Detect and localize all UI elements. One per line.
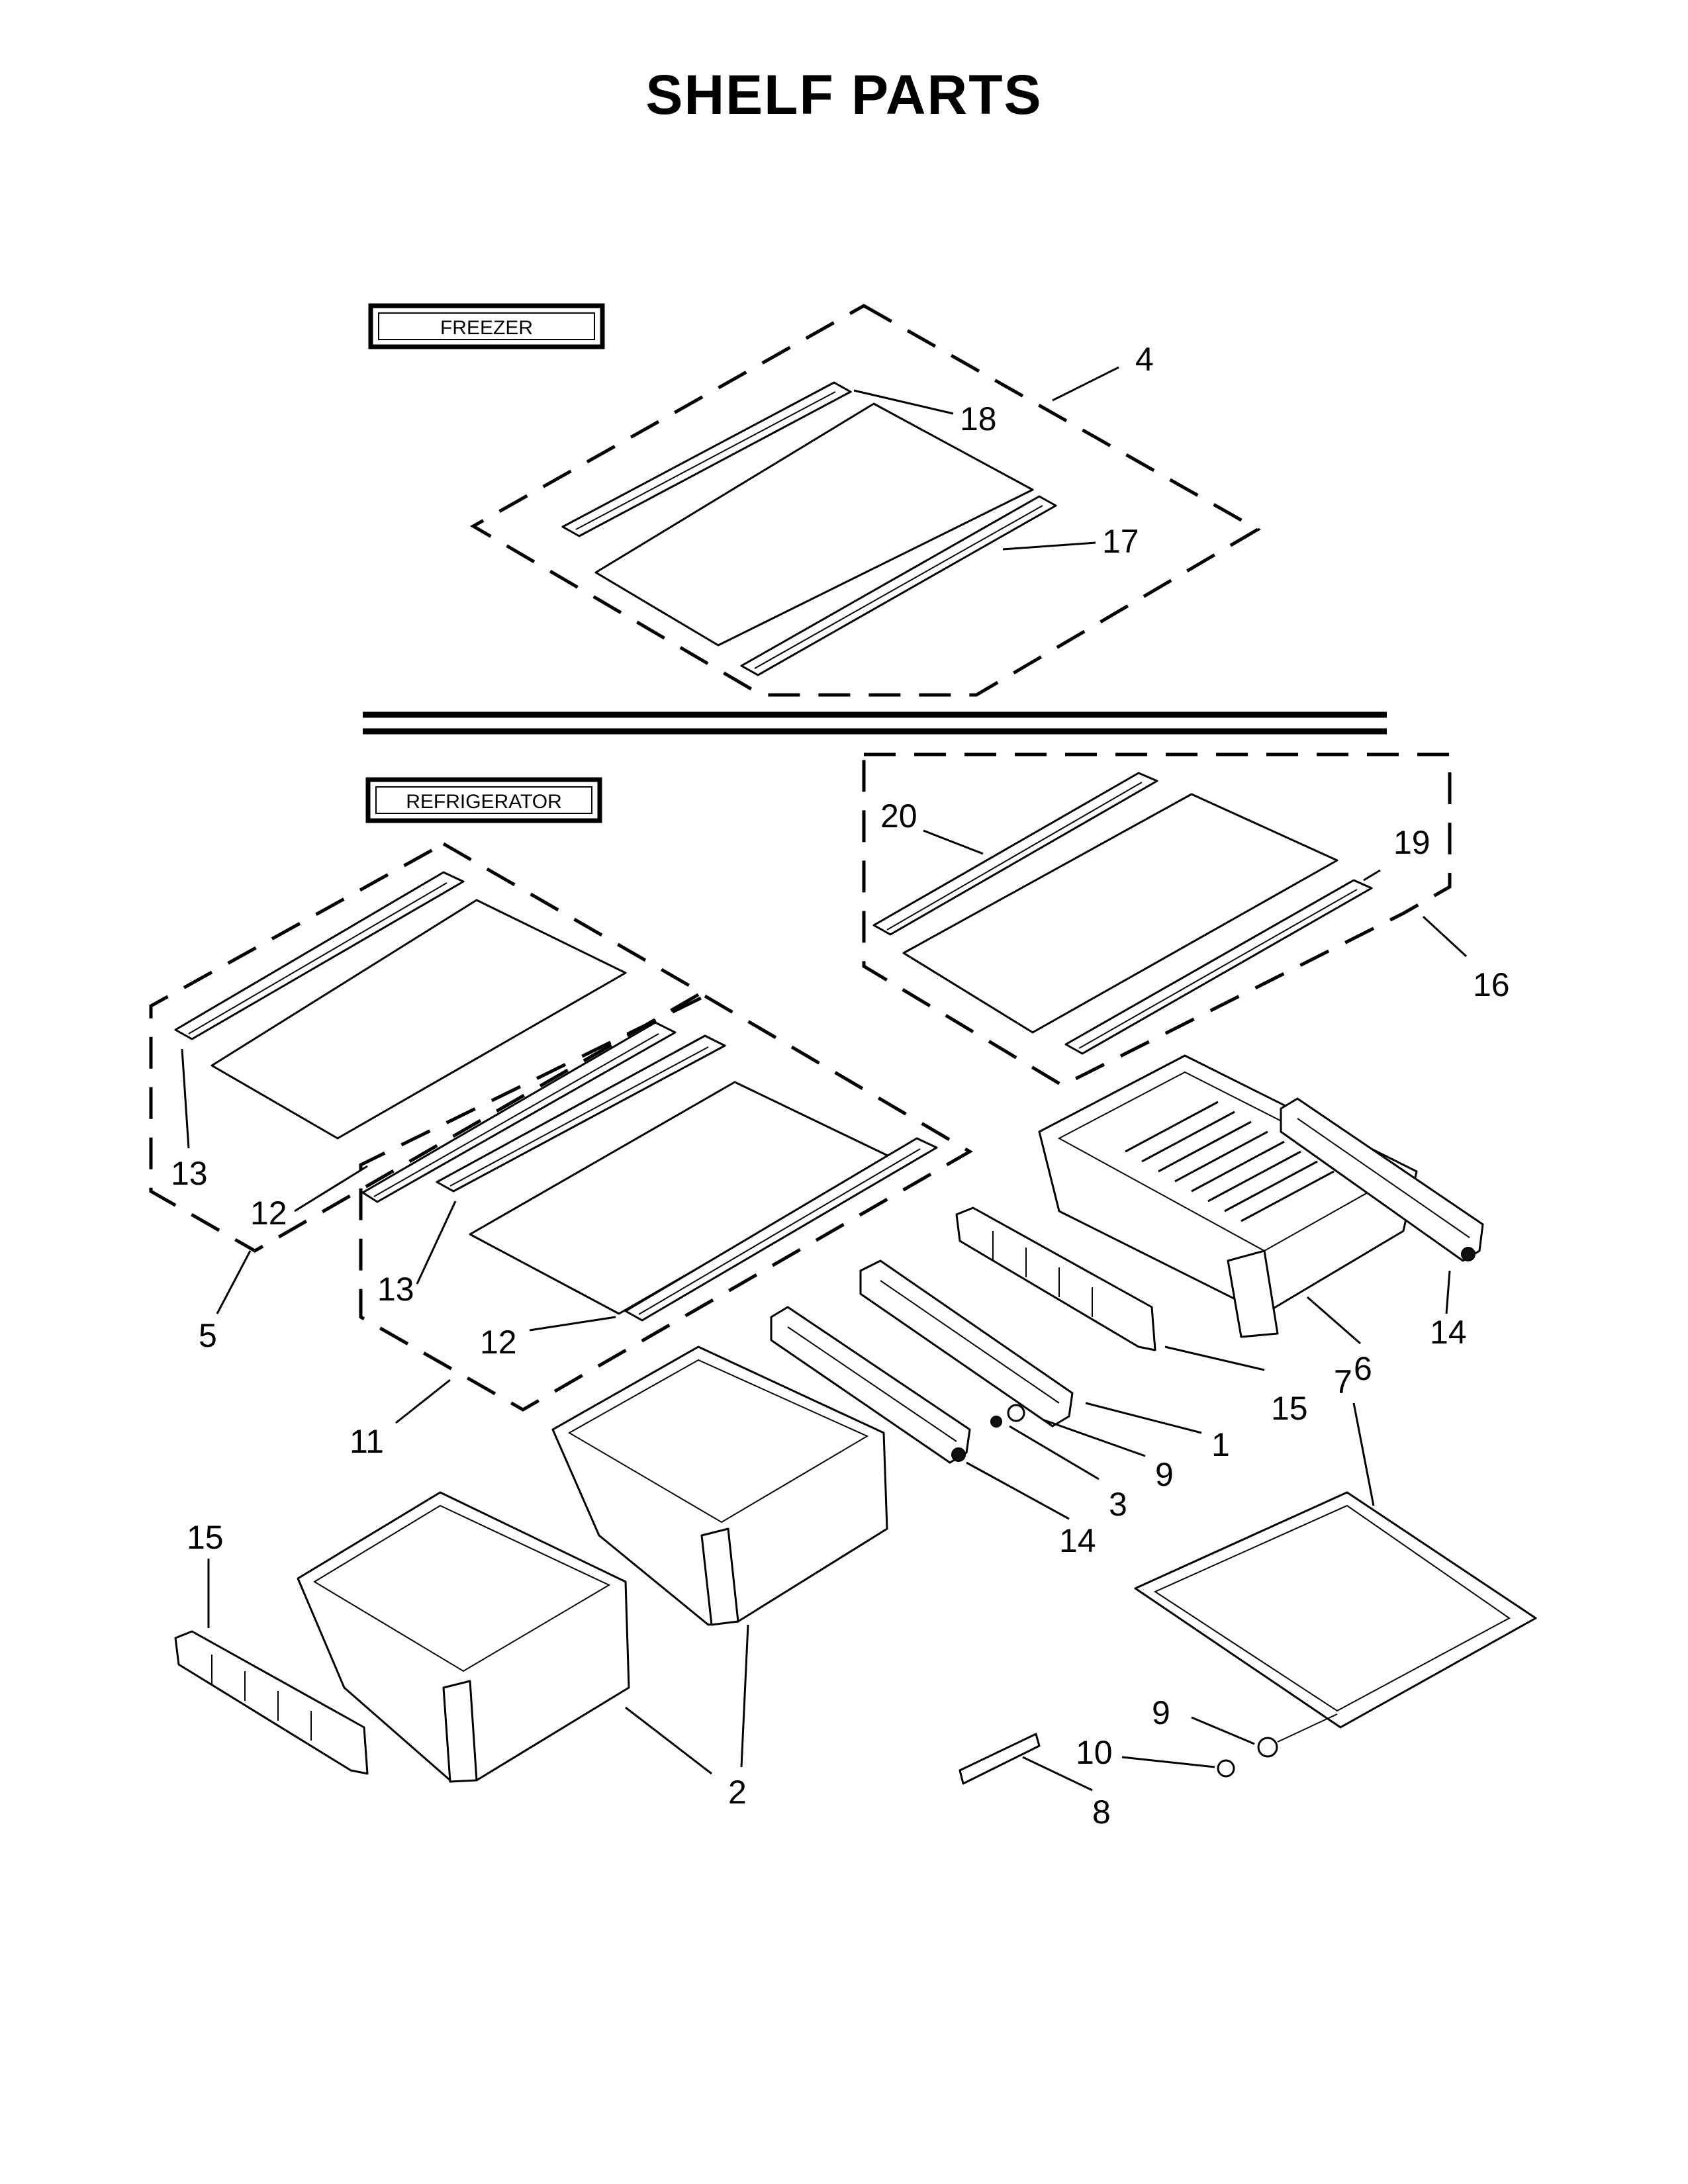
lower-rear-trim <box>436 1034 726 1193</box>
callout-3: 3 <box>1109 1486 1127 1523</box>
callout-6: 6 <box>1354 1350 1372 1387</box>
leader-arrows <box>181 366 1468 1792</box>
rail-cover-right <box>955 1206 1156 1351</box>
callout-16: 16 <box>1473 966 1510 1003</box>
section-divider <box>363 711 1387 735</box>
right-rear-trim <box>872 772 1158 936</box>
refrigerator-label: REFRIGERATOR <box>406 791 562 813</box>
rail-cover-left <box>174 1630 369 1775</box>
left-upper-glass-shelf <box>211 899 627 1140</box>
right-front-trim <box>1064 879 1373 1055</box>
callout-5: 5 <box>199 1317 217 1354</box>
callout-numbers: 4 18 17 20 19 16 13 12 5 13 12 11 14 6 1… <box>171 341 1510 1831</box>
callout-17: 17 <box>1102 523 1139 560</box>
left-upper-rear-trim <box>174 871 465 1040</box>
freezer-glass-shelf <box>594 402 1034 647</box>
lower-glass-shelf <box>469 1081 892 1315</box>
slide-rail-right <box>1280 1097 1484 1262</box>
drawer-slide-assembly <box>859 1259 1074 1428</box>
callout-1: 1 <box>1211 1426 1230 1463</box>
refrigerator-right-shelf-assembly <box>862 752 1452 1087</box>
callout-12-upper: 12 <box>250 1195 287 1232</box>
slide-rail-center-left <box>770 1306 971 1464</box>
callout-18: 18 <box>960 400 997 437</box>
lower-front-trim <box>624 1137 938 1322</box>
callout-10: 10 <box>1076 1734 1113 1771</box>
callout-9-lower: 9 <box>1152 1694 1170 1731</box>
callout-19: 19 <box>1393 824 1430 861</box>
freezer-label-box: FREEZER <box>368 303 605 349</box>
callout-11: 11 <box>350 1423 384 1460</box>
callout-14-right: 14 <box>1430 1314 1467 1351</box>
callout-13-lower: 13 <box>377 1271 414 1308</box>
freezer-label: FREEZER <box>440 317 533 339</box>
callout-15-right: 15 <box>1271 1390 1308 1427</box>
callout-13-upper: 13 <box>171 1155 208 1192</box>
freezer-shelf-assembly <box>469 304 1261 697</box>
callout-12-lower: 12 <box>480 1324 517 1361</box>
callout-4: 4 <box>1135 341 1154 378</box>
hardware-parts <box>959 1404 1338 1785</box>
left-upper-front-trim <box>361 1021 677 1203</box>
freezer-front-trim <box>740 495 1057 676</box>
refrigerator-lower-shelf-assembly <box>359 994 973 1412</box>
refrigerator-label-box: REFRIGERATOR <box>365 777 602 823</box>
callout-7: 7 <box>1334 1363 1352 1400</box>
crisper-cover <box>1134 1491 1537 1729</box>
crisper-drawer-right <box>551 1345 888 1626</box>
callout-8: 8 <box>1092 1794 1111 1831</box>
callout-14-center: 14 <box>1059 1522 1096 1559</box>
page-title: SHELF PARTS <box>645 64 1043 126</box>
divider-clip <box>959 1733 1041 1785</box>
callout-2: 2 <box>728 1774 747 1811</box>
right-glass-shelf <box>902 793 1338 1034</box>
deli-drawer <box>1038 1054 1418 1338</box>
callout-20: 20 <box>880 797 917 835</box>
callout-15-left: 15 <box>187 1519 224 1556</box>
refrigerator-left-shelf-assembly <box>149 842 705 1253</box>
callout-9-upper: 9 <box>1155 1456 1174 1493</box>
crisper-drawer-left <box>297 1491 630 1783</box>
